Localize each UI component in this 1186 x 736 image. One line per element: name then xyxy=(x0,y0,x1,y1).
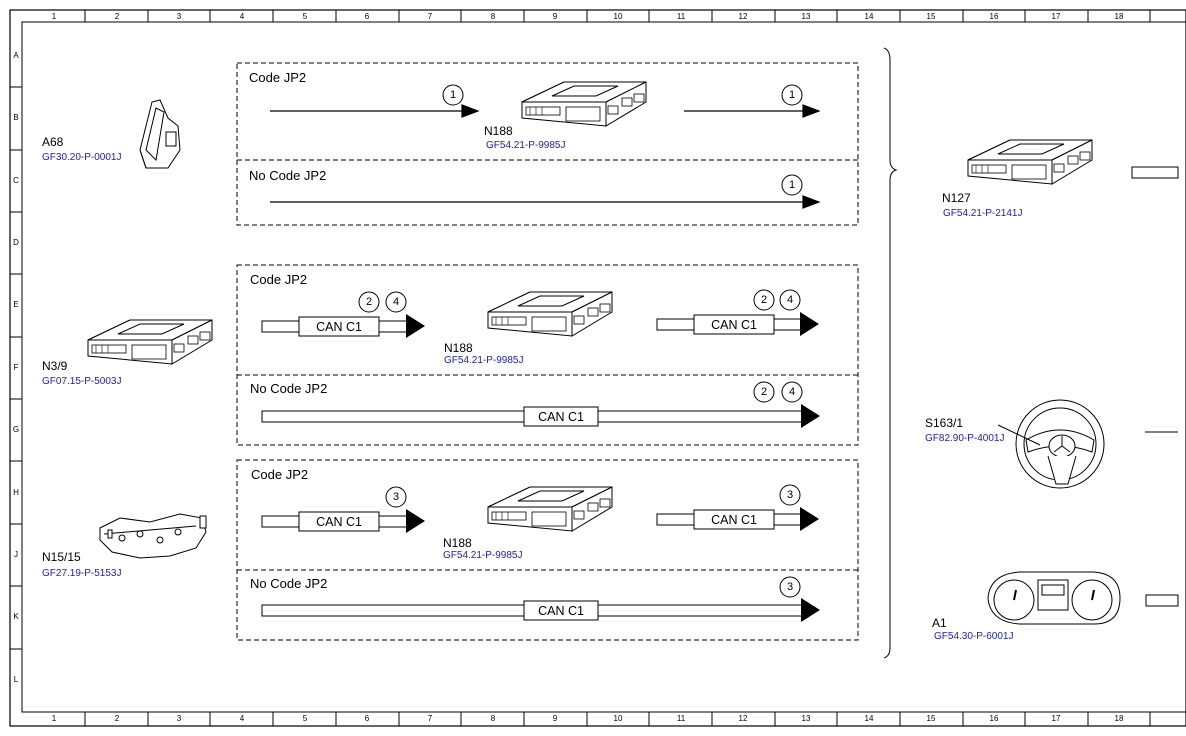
col-label: 15 xyxy=(926,714,936,723)
col-label: 1 xyxy=(51,12,57,21)
col-label: 5 xyxy=(302,714,308,723)
col-label: 6 xyxy=(364,714,370,723)
component-label: S163/1 xyxy=(925,416,964,430)
marker-4: 4 xyxy=(392,296,400,308)
marker-1: 1 xyxy=(788,89,796,101)
row-label: C xyxy=(13,176,19,185)
component-label: N15/15 xyxy=(42,550,81,564)
col-label: 2 xyxy=(114,714,120,723)
row-label: G xyxy=(12,425,20,434)
component-ref-link[interactable]: GF54.21-P-9985J xyxy=(443,550,523,561)
n188-ecu-icon xyxy=(521,81,647,127)
can-bus-label: CAN C1 xyxy=(316,515,362,529)
marker-4: 4 xyxy=(788,386,796,398)
row-label: B xyxy=(13,113,19,122)
col-label: 17 xyxy=(1051,12,1061,21)
col-label: 1 xyxy=(51,714,57,723)
marker-4: 4 xyxy=(786,294,794,306)
component-ref-link[interactable]: GF54.30-P-6001J xyxy=(934,631,1014,642)
component-ref-link[interactable]: GF30.20-P-0001J xyxy=(42,152,122,163)
no-code-jp2-title: No Code JP2 xyxy=(250,381,328,396)
col-label: 15 xyxy=(926,12,936,21)
component-label: N127 xyxy=(942,191,971,205)
component-ref-link[interactable]: GF54.21-P-9985J xyxy=(444,355,524,366)
component-label: N188 xyxy=(444,341,473,355)
col-label: 18 xyxy=(1114,714,1124,723)
marker-3: 3 xyxy=(392,491,400,503)
code-jp2-title: Code JP2 xyxy=(251,467,309,482)
marker-1: 1 xyxy=(449,89,457,101)
component-label: A1 xyxy=(932,616,947,630)
no-code-jp2-title: No Code JP2 xyxy=(249,168,327,183)
component-ref-link[interactable]: GF54.21-P-2141J xyxy=(943,208,1023,219)
col-label: 16 xyxy=(989,12,999,21)
col-label: 12 xyxy=(738,714,748,723)
col-label: 9 xyxy=(552,12,558,21)
marker-2: 2 xyxy=(365,296,373,308)
component-label: N188 xyxy=(484,124,513,138)
col-label: 7 xyxy=(427,12,433,21)
col-label: 3 xyxy=(176,714,182,723)
col-label: 8 xyxy=(490,714,496,723)
marker-3: 3 xyxy=(786,489,794,501)
col-label: 17 xyxy=(1051,714,1061,723)
col-label: 4 xyxy=(239,12,245,21)
can-bus-label: CAN C1 xyxy=(711,318,757,332)
component-ref-link[interactable]: GF07.15-P-5003J xyxy=(42,376,122,387)
col-label: 11 xyxy=(676,12,686,21)
col-label: 4 xyxy=(239,714,245,723)
col-label: 6 xyxy=(364,12,370,21)
col-label: 14 xyxy=(864,12,874,21)
component-ref-link[interactable]: GF54.21-P-9985J xyxy=(486,140,566,151)
code-jp2-title: Code JP2 xyxy=(250,272,308,287)
col-label: 16 xyxy=(989,714,999,723)
row-label: K xyxy=(13,612,19,621)
component-ref-link[interactable]: GF82.90-P-4001J xyxy=(925,433,1005,444)
col-label: 10 xyxy=(613,714,623,723)
can-bus-label: CAN C1 xyxy=(538,410,584,424)
marker-2: 2 xyxy=(760,294,768,306)
marker-3: 3 xyxy=(786,581,794,593)
no-code-jp2-title: No Code JP2 xyxy=(250,576,328,591)
marker-1: 1 xyxy=(788,179,796,191)
col-label: 7 xyxy=(427,714,433,723)
row-label: D xyxy=(13,238,19,247)
col-label: 12 xyxy=(738,12,748,21)
col-label: 3 xyxy=(176,12,182,21)
col-label: 18 xyxy=(1114,12,1124,21)
row-label: E xyxy=(13,300,19,309)
code-jp2-title: Code JP2 xyxy=(249,70,307,85)
component-label: N3/9 xyxy=(42,359,68,373)
row-label: J xyxy=(14,550,18,559)
col-label: 11 xyxy=(676,714,686,723)
col-label: 13 xyxy=(801,714,811,723)
marker-2: 2 xyxy=(760,386,768,398)
can-bus-label: CAN C1 xyxy=(316,320,362,334)
row-label: F xyxy=(13,363,19,372)
can-bus-label: CAN C1 xyxy=(538,604,584,618)
col-label: 2 xyxy=(114,12,120,21)
row-label: H xyxy=(13,488,19,497)
row-label: A xyxy=(13,51,19,60)
col-label: 14 xyxy=(864,714,874,723)
can-bus-label: CAN C1 xyxy=(711,513,757,527)
col-label: 8 xyxy=(490,12,496,21)
component-label: A68 xyxy=(42,135,64,149)
col-label: 5 xyxy=(302,12,308,21)
col-label: 13 xyxy=(801,12,811,21)
component-label: N188 xyxy=(443,536,472,550)
row-label: L xyxy=(13,675,19,684)
col-label: 9 xyxy=(552,714,558,723)
component-ref-link[interactable]: GF27.19-P-5153J xyxy=(42,568,122,579)
col-label: 10 xyxy=(613,12,623,21)
